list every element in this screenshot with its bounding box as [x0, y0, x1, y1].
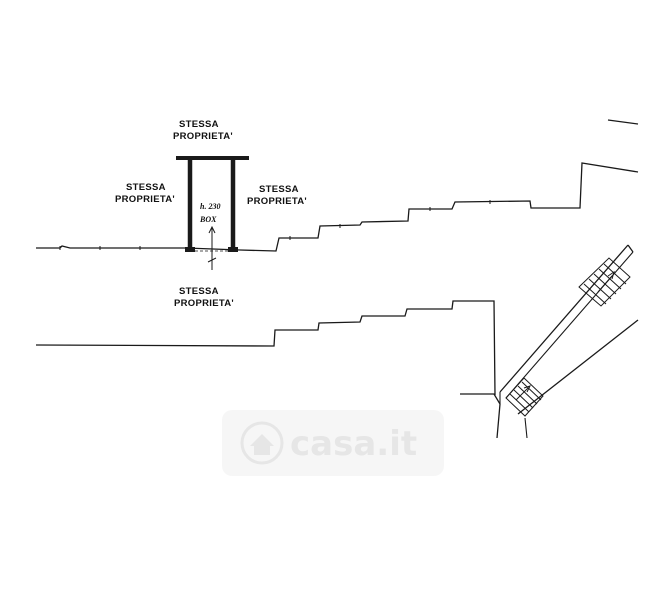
label-left-line1: STESSA [126, 182, 166, 193]
upper-line-ticks [59, 200, 491, 250]
entrance-arrow-icon [207, 225, 217, 270]
house-icon [240, 421, 284, 465]
label-right-line1: STESSA [259, 184, 299, 195]
label-bottom-line1: STESSA [179, 286, 219, 297]
upper-boundary-line [36, 162, 639, 252]
box-name-label: BOX [199, 215, 217, 224]
top-right-boundary [607, 119, 639, 125]
lower-stair-block [505, 377, 544, 417]
label-bottom-line2: PROPRIETA' [174, 298, 234, 309]
box-height-label: h. 230 [200, 202, 220, 211]
label-top-line2: PROPRIETA' [173, 131, 233, 142]
diagonal-building [499, 244, 639, 439]
lower-boundary-line [35, 300, 496, 396]
casa-it-watermark: casa.it [222, 410, 444, 476]
label-right-line2: PROPRIETA' [247, 196, 307, 207]
lower-right-wall [460, 393, 501, 439]
watermark-text: casa.it [290, 424, 417, 464]
upper-stair-block [578, 257, 631, 307]
label-top-line1: STESSA [179, 119, 219, 130]
label-left-line2: PROPRIETA' [115, 194, 175, 205]
